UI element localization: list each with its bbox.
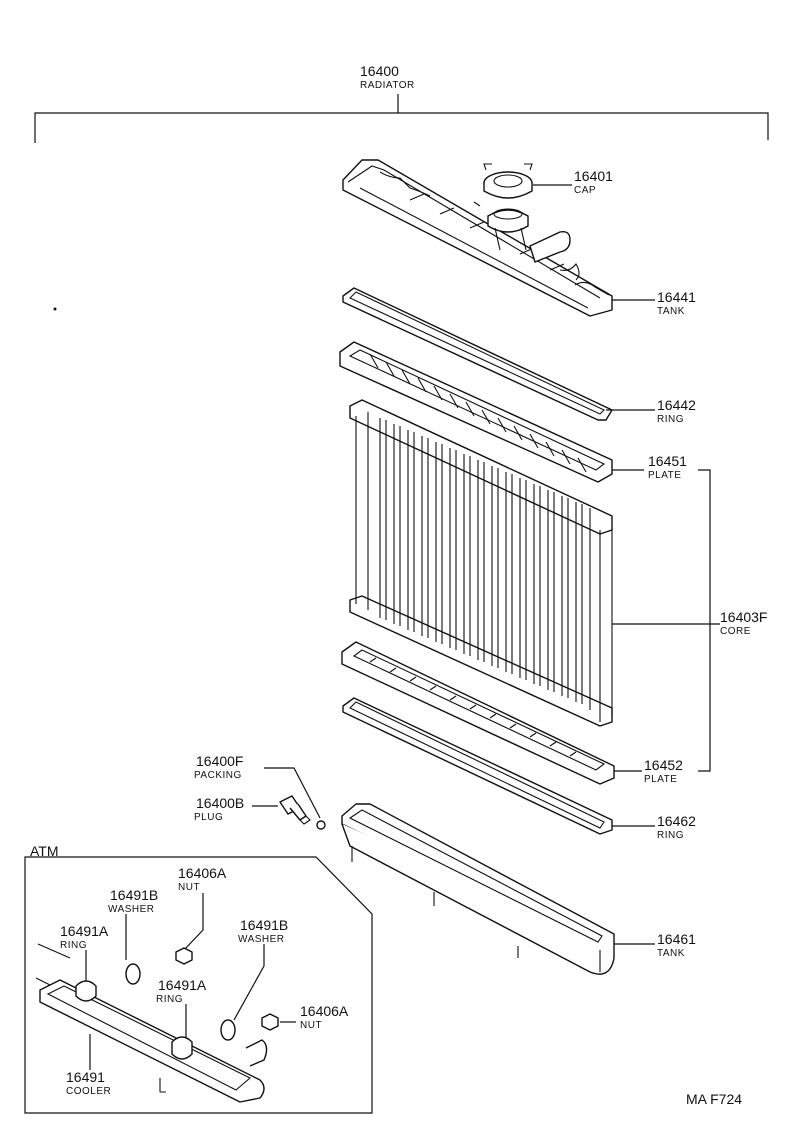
- packing-number: 16400F: [196, 753, 243, 769]
- lower-tank-name: TANK: [657, 948, 685, 959]
- radiator-number: 16400: [360, 63, 399, 79]
- packing-part: [316, 820, 326, 830]
- lower-ring-part: [342, 697, 613, 835]
- atm-cooler-part: [35, 943, 268, 1103]
- atm-washer-right-number: 16491B: [240, 917, 288, 933]
- radiator-bracket: [34, 112, 769, 143]
- lower-plate-number: 16452: [644, 757, 683, 773]
- cap-part: [483, 163, 533, 199]
- lower-tank-part: [341, 803, 615, 975]
- atm-washer-right-part: [220, 1019, 236, 1041]
- packing-leader: [264, 767, 321, 819]
- upper-tank-number: 16441: [657, 289, 696, 305]
- atm-ring-right-name: RING: [156, 994, 183, 1005]
- radiator-name: RADIATOR: [360, 80, 415, 91]
- plug-number: 16400B: [196, 795, 244, 811]
- core-number: 16403F: [720, 609, 767, 625]
- atm-washer-left-number: 16491B: [110, 887, 158, 903]
- upper-plate-name: PLATE: [648, 470, 681, 481]
- plug-name: PLUG: [194, 812, 223, 823]
- core-bracket: [698, 469, 711, 772]
- atm-cooler-name: COOLER: [66, 1086, 111, 1097]
- cap-name: CAP: [574, 185, 596, 196]
- lower-plate-part: [341, 641, 615, 785]
- atm-nut-left-number: 16406A: [178, 865, 227, 881]
- radiator-callout: 16400 RADIATOR: [34, 63, 769, 143]
- upper-ring-number: 16442: [657, 397, 696, 413]
- core-name: CORE: [720, 626, 751, 637]
- atm-cooler-number: 16491: [66, 1069, 105, 1085]
- plug-part: [279, 795, 311, 825]
- upper-ring-part: [342, 287, 613, 421]
- lower-plate-name: PLATE: [644, 774, 677, 785]
- atm-box: [24, 856, 373, 1114]
- atm-title: ATM: [30, 843, 59, 859]
- stray-dot: [53, 307, 57, 311]
- lower-ring-name: RING: [657, 830, 684, 841]
- packing-name: PACKING: [194, 770, 242, 781]
- atm-nut-left-name: NUT: [178, 882, 200, 893]
- atm-ring-right-number: 16491A: [158, 977, 207, 993]
- atm-washer-right-leader: [233, 944, 265, 1021]
- atm-ring-left-name: RING: [60, 940, 87, 951]
- upper-tank-part: [342, 159, 613, 317]
- atm-ring-left-number: 16491A: [60, 923, 109, 939]
- atm-nut-left-part: [175, 947, 193, 965]
- lower-tank-number: 16461: [657, 931, 696, 947]
- upper-plate-part: [339, 341, 613, 483]
- atm-washer-left-name: WASHER: [108, 904, 155, 915]
- atm-washer-right-name: WASHER: [238, 934, 285, 945]
- footer-code: MA F724: [686, 1091, 742, 1107]
- atm-nut-right-name: NUT: [300, 1020, 322, 1031]
- atm-nut-right-part: [261, 1013, 279, 1031]
- lower-ring-number: 16462: [657, 813, 696, 829]
- cap-number: 16401: [574, 168, 613, 184]
- upper-tank-name: TANK: [657, 306, 685, 317]
- atm-washer-left-part: [125, 963, 141, 985]
- upper-ring-name: RING: [657, 414, 684, 425]
- atm-nut-right-number: 16406A: [300, 1003, 349, 1019]
- atm-nut-left-leader: [183, 893, 204, 951]
- upper-plate-number: 16451: [648, 453, 687, 469]
- core-part: [349, 399, 613, 727]
